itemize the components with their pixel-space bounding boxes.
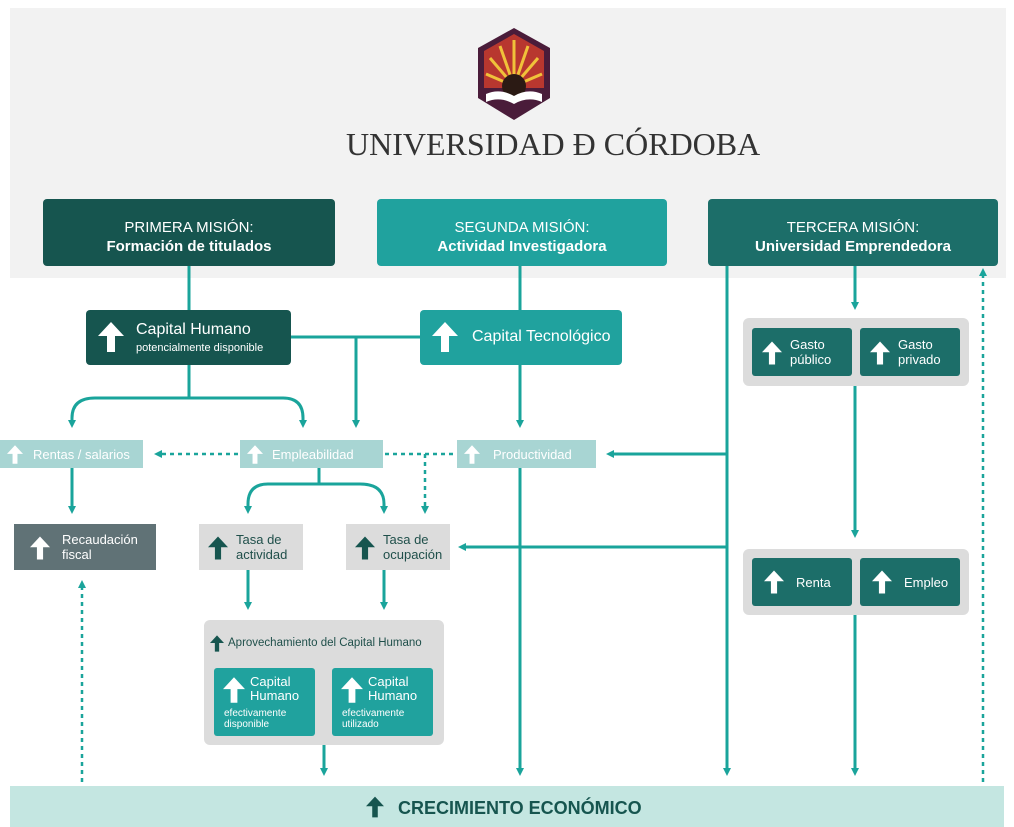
capital-tecnologico-label: Capital Tecnológico bbox=[472, 328, 611, 345]
tasa-actividad-line1: Tasa de bbox=[236, 532, 282, 547]
up-arrow-icon bbox=[98, 322, 124, 352]
gasto-publico-box: Gasto público bbox=[752, 328, 852, 376]
tasa-ocupacion-line2: ocupación bbox=[383, 547, 443, 562]
rentas-salarios-label: Rentas / salarios bbox=[33, 447, 130, 462]
rentas-salarios-box: Rentas / salarios bbox=[0, 440, 143, 468]
gasto-publico-line1: Gasto bbox=[790, 337, 825, 352]
ch-disponible-sub2: disponible bbox=[224, 719, 270, 730]
primera-mision-box: PRIMERA MISIÓN: Formación de titulados bbox=[43, 199, 335, 266]
gasto-privado-line1: Gasto bbox=[898, 337, 933, 352]
segunda-mision-heading: SEGUNDA MISIÓN: bbox=[454, 219, 590, 236]
tercera-mision-box: TERCERA MISIÓN: Universidad Emprendedora bbox=[708, 199, 998, 266]
ch-disponible-sub1: efectivamente bbox=[224, 708, 287, 719]
empleo-label: Empleo bbox=[904, 575, 949, 590]
capital-humano-box: Capital Humano potencialmente disponible bbox=[86, 310, 291, 365]
up-arrow-icon bbox=[366, 796, 384, 818]
up-arrow-icon bbox=[223, 677, 245, 703]
up-arrow-icon bbox=[210, 635, 224, 652]
footer-band bbox=[10, 786, 1004, 827]
renta-box: Renta bbox=[752, 558, 852, 606]
ch-utilizado-title2: Humano bbox=[368, 688, 418, 703]
gasto-privado-line2: privado bbox=[898, 352, 941, 367]
empleabilidad-box: Empleabilidad bbox=[240, 440, 383, 468]
recaudacion-line1: Recaudación bbox=[62, 532, 138, 547]
up-arrow-icon bbox=[30, 536, 50, 560]
empleabilidad-label: Empleabilidad bbox=[272, 447, 354, 462]
university-name: UNIVERSIDAD Ð CÓRDOBA bbox=[346, 126, 761, 162]
ch-utilizado-sub1: efectivamente bbox=[342, 708, 405, 719]
aprovechamiento-title: Aprovechamiento del Capital Humano bbox=[228, 637, 422, 649]
ch-efectivamente-disponible-box: Capital Humano efectivamente disponible bbox=[214, 668, 315, 736]
up-arrow-icon bbox=[762, 341, 782, 365]
gasto-privado-box: Gasto privado bbox=[860, 328, 960, 376]
capital-humano-subtitle: potencialmente disponible bbox=[136, 342, 264, 354]
tercera-mision-heading: TERCERA MISIÓN: bbox=[786, 219, 920, 236]
up-arrow-icon bbox=[247, 445, 263, 464]
tasa-actividad-box: Tasa de actividad bbox=[199, 524, 303, 570]
productividad-label: Productividad bbox=[493, 447, 572, 462]
ch-efectivamente-utilizado-box: Capital Humano efectivamente utilizado bbox=[332, 668, 433, 736]
empleo-box: Empleo bbox=[860, 558, 960, 606]
ch-utilizado-sub2: utilizado bbox=[342, 719, 379, 730]
recaudacion-fiscal-box: Recaudación fiscal bbox=[14, 524, 156, 570]
up-arrow-icon bbox=[208, 536, 228, 560]
ch-disponible-title2: Humano bbox=[250, 688, 300, 703]
up-arrow-icon bbox=[870, 341, 890, 365]
primera-mision-title: Formación de titulados bbox=[106, 238, 272, 255]
up-arrow-icon bbox=[7, 445, 23, 464]
ch-utilizado-title1: Capital bbox=[368, 674, 409, 689]
primera-mision-heading: PRIMERA MISIÓN: bbox=[124, 219, 254, 236]
up-arrow-icon bbox=[341, 677, 363, 703]
capital-tecnologico-box: Capital Tecnológico bbox=[420, 310, 622, 365]
renta-label: Renta bbox=[796, 575, 831, 590]
recaudacion-line2: fiscal bbox=[62, 547, 92, 562]
tasa-ocupacion-line1: Tasa de bbox=[383, 532, 429, 547]
capital-humano-title: Capital Humano bbox=[136, 321, 251, 338]
tercera-mision-title: Universidad Emprendedora bbox=[755, 238, 951, 255]
up-arrow-icon bbox=[872, 570, 892, 594]
up-arrow-icon bbox=[764, 570, 784, 594]
university-crest-icon bbox=[478, 28, 550, 120]
productividad-box: Productividad bbox=[457, 440, 596, 468]
up-arrow-icon bbox=[464, 445, 480, 464]
gasto-publico-line2: público bbox=[790, 352, 832, 367]
tasa-actividad-line2: actividad bbox=[236, 547, 288, 562]
up-arrow-icon bbox=[432, 322, 458, 352]
up-arrow-icon bbox=[355, 536, 375, 560]
segunda-mision-box: SEGUNDA MISIÓN: Actividad Investigadora bbox=[377, 199, 667, 266]
tasa-ocupacion-box: Tasa de ocupación bbox=[346, 524, 450, 570]
ch-disponible-title1: Capital bbox=[250, 674, 291, 689]
segunda-mision-title: Actividad Investigadora bbox=[437, 238, 607, 255]
crecimiento-economico-label: CRECIMIENTO ECONÓMICO bbox=[398, 798, 642, 818]
